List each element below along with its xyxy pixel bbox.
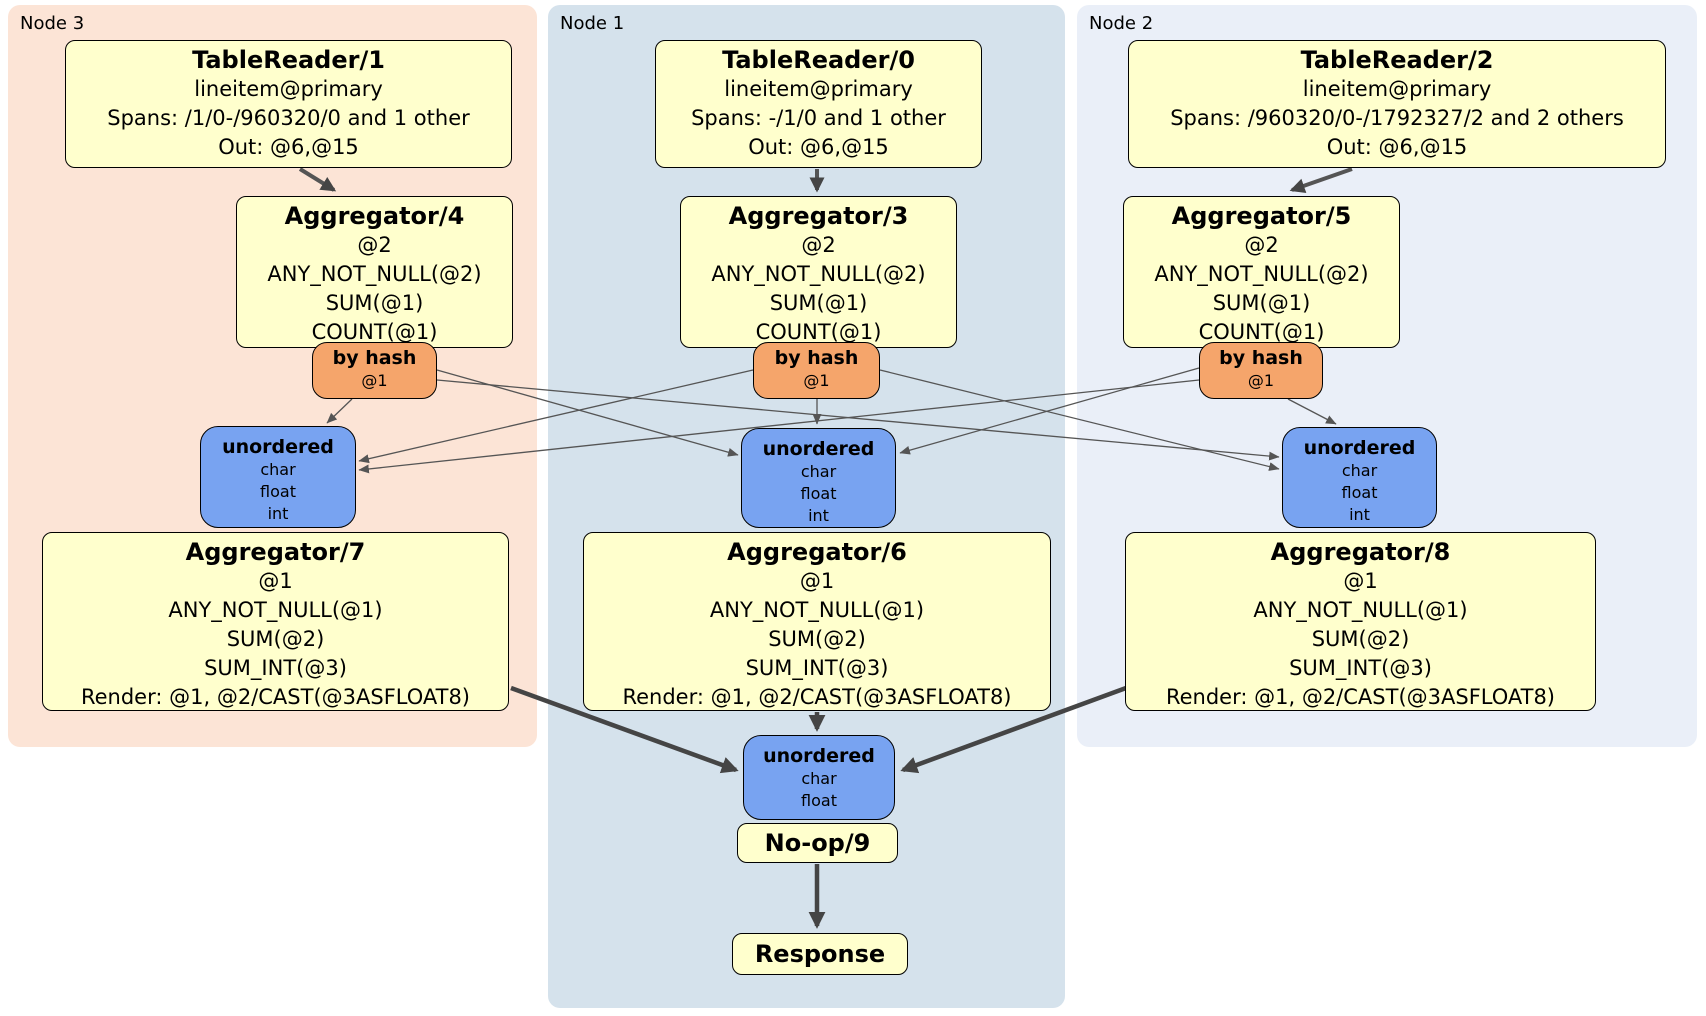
- router-sub: @1: [1247, 371, 1275, 390]
- processor-tablereader-0: TableReader/0 lineitem@primary Spans: -/…: [655, 40, 982, 168]
- processor-line: SUM(@2): [226, 627, 325, 651]
- processor-title: TableReader/2: [1300, 46, 1494, 74]
- sync-line: float: [260, 482, 296, 501]
- processor-title: Aggregator/3: [728, 202, 909, 230]
- processor-line: Out: @6,@15: [748, 135, 889, 159]
- sync-title: unordered: [1303, 437, 1416, 459]
- processor-line: Render: @1, @2/CAST(@3ASFLOAT8): [622, 685, 1012, 709]
- processor-line: lineitem@primary: [1302, 77, 1492, 101]
- processor-line: ANY_NOT_NULL(@2): [1154, 262, 1369, 286]
- router-title: by hash: [1219, 347, 1303, 369]
- processor-line: ANY_NOT_NULL(@2): [711, 262, 926, 286]
- region-node2-label: Node 2: [1089, 13, 1154, 34]
- processor-line: Out: @6,@15: [1326, 135, 1468, 159]
- processor-line: SUM(@2): [1311, 627, 1410, 651]
- processor-line: SUM(@2): [768, 627, 866, 651]
- processor-title: Aggregator/4: [284, 202, 465, 230]
- processor-line: @1: [1343, 569, 1378, 593]
- processor-line: ANY_NOT_NULL(@1): [709, 598, 925, 622]
- sync-title: unordered: [763, 745, 875, 767]
- sync-line: char: [1341, 461, 1378, 480]
- processor-line: COUNT(@1): [755, 320, 882, 344]
- processor-title: Aggregator/6: [727, 538, 907, 566]
- processor-tablereader-1: TableReader/1 lineitem@primary Spans: /1…: [65, 40, 512, 168]
- region-node3-label: Node 3: [20, 13, 85, 34]
- region-node1-label: Node 1: [560, 13, 625, 34]
- processor-aggregator-3: Aggregator/3 @2 ANY_NOT_NULL(@2) SUM(@1)…: [680, 196, 957, 348]
- processor-line: Spans: -/1/0 and 1 other: [691, 106, 946, 130]
- processor-aggregator-8: Aggregator/8 @1 ANY_NOT_NULL(@1) SUM(@2)…: [1125, 532, 1596, 711]
- processor-line: SUM_INT(@3): [745, 656, 889, 680]
- router-sub: @1: [361, 371, 388, 390]
- processor-title: No-op/9: [764, 828, 871, 857]
- processor-aggregator-6: Aggregator/6 @1 ANY_NOT_NULL(@1) SUM(@2)…: [583, 532, 1051, 711]
- sync-unordered-final: unordered char float: [743, 735, 895, 820]
- processor-line: SUM(@1): [325, 291, 424, 315]
- router-by-hash-node3: by hash @1: [312, 342, 437, 399]
- processor-line: SUM_INT(@3): [204, 656, 347, 680]
- router-title: by hash: [774, 347, 859, 369]
- processor-aggregator-7: Aggregator/7 @1 ANY_NOT_NULL(@1) SUM(@2)…: [42, 532, 509, 711]
- processor-title: Aggregator/5: [1171, 202, 1352, 230]
- processor-line: SUM(@1): [769, 291, 868, 315]
- sync-unordered-node1: unordered char float int: [741, 428, 896, 528]
- processor-line: SUM(@1): [1212, 291, 1311, 315]
- sync-line: char: [801, 769, 837, 788]
- sync-line: int: [267, 504, 289, 523]
- sync-line: char: [800, 462, 837, 481]
- sync-line: float: [800, 484, 837, 503]
- sync-line: char: [260, 460, 296, 479]
- processor-line: Spans: /1/0-/960320/0 and 1 other: [107, 106, 470, 130]
- sync-unordered-node2: unordered char float int: [1282, 427, 1437, 528]
- processor-line: ANY_NOT_NULL(@1): [168, 598, 383, 622]
- router-by-hash-node1: by hash @1: [753, 342, 880, 399]
- processor-line: COUNT(@1): [1198, 320, 1325, 344]
- processor-line: @1: [799, 569, 835, 593]
- sync-line: float: [1341, 483, 1378, 502]
- processor-line: lineitem@primary: [724, 77, 913, 101]
- processor-line: @2: [357, 233, 392, 257]
- processor-line: ANY_NOT_NULL(@1): [1253, 598, 1468, 622]
- processor-line: @1: [258, 569, 293, 593]
- sync-line: int: [1349, 505, 1370, 524]
- processor-title: TableReader/1: [192, 46, 385, 74]
- processor-line: SUM_INT(@3): [1289, 656, 1432, 680]
- processor-line: Render: @1, @2/CAST(@3ASFLOAT8): [1165, 685, 1556, 709]
- router-by-hash-node2: by hash @1: [1199, 342, 1323, 399]
- processor-aggregator-5: Aggregator/5 @2 ANY_NOT_NULL(@2) SUM(@1)…: [1123, 196, 1400, 348]
- processor-line: Out: @6,@15: [218, 135, 359, 159]
- processor-line: lineitem@primary: [194, 77, 383, 101]
- processor-title: Aggregator/8: [1270, 538, 1451, 566]
- processor-aggregator-4: Aggregator/4 @2 ANY_NOT_NULL(@2) SUM(@1)…: [236, 196, 513, 348]
- processor-title: Response: [754, 939, 886, 968]
- sync-line: float: [801, 791, 837, 810]
- processor-title: TableReader/0: [722, 46, 915, 74]
- processor-noop-9: No-op/9: [737, 823, 898, 863]
- processor-line: @2: [801, 233, 836, 257]
- processor-line: Render: @1, @2/CAST(@3ASFLOAT8): [80, 685, 471, 709]
- router-title: by hash: [332, 347, 417, 369]
- processor-tablereader-2: TableReader/2 lineitem@primary Spans: /9…: [1128, 40, 1666, 168]
- processor-line: COUNT(@1): [311, 320, 438, 344]
- processor-response: Response: [732, 933, 908, 975]
- processor-line: ANY_NOT_NULL(@2): [267, 262, 482, 286]
- processor-title: Aggregator/7: [185, 538, 366, 566]
- sync-title: unordered: [762, 438, 875, 460]
- sync-unordered-node3: unordered char float int: [200, 426, 356, 528]
- sync-title: unordered: [222, 436, 334, 458]
- sync-line: int: [808, 506, 829, 525]
- router-sub: @1: [803, 371, 830, 390]
- processor-line: Spans: /960320/0-/1792327/2 and 2 others: [1170, 106, 1624, 130]
- processor-line: @2: [1244, 233, 1279, 257]
